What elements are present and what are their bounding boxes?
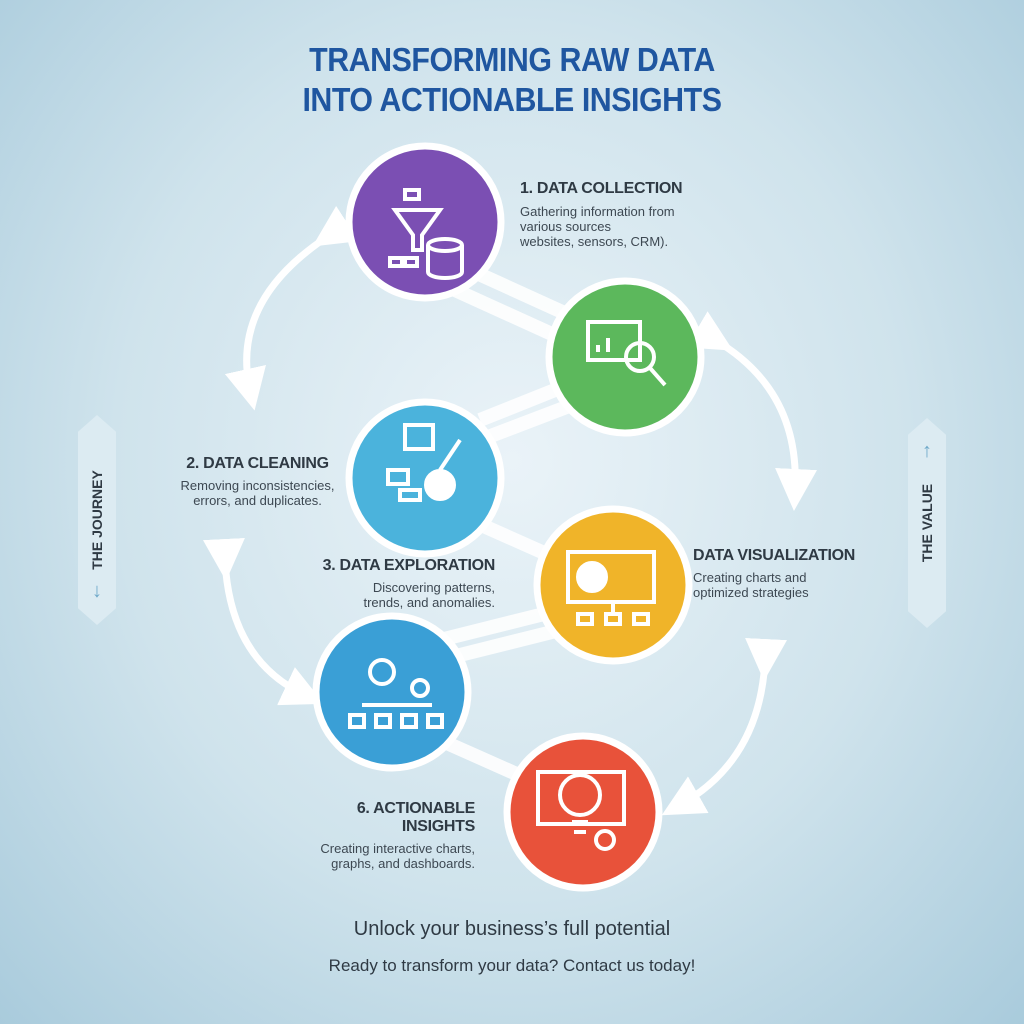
- side-label-journey: THE JOURNEY ↓: [78, 415, 116, 625]
- broom-icon: [386, 423, 462, 502]
- arrow-up-icon: ↑: [922, 440, 932, 462]
- footer-tagline: Unlock your business’s full potential: [353, 918, 671, 940]
- desc-line: Creating interactive charts,: [320, 841, 475, 856]
- step-actionable-insights: 6. ACTIONABLE INSIGHTS Creating interact…: [280, 800, 475, 871]
- step-data-exploration: 3. DATA EXPLORATION Discovering patterns…: [320, 557, 496, 610]
- title-line-1: TRANSFORMING RAW DATA: [309, 41, 715, 78]
- circle-data-visualization: [533, 505, 693, 665]
- desc-line: errors, and duplicates.: [193, 493, 322, 508]
- step-title: 6. ACTIONABLE INSIGHTS: [356, 800, 475, 835]
- pie-chart-icon: [566, 550, 656, 626]
- step-desc: Discovering patterns, trends, and anomal…: [320, 580, 495, 610]
- cycle-arrows: [202, 205, 818, 816]
- step-title: 3. DATA EXPLORATION: [322, 557, 496, 574]
- step-desc: Gathering information from various sourc…: [520, 204, 682, 249]
- arrow-left-bottom: [202, 537, 325, 706]
- circle-gears: [312, 612, 472, 772]
- value-label: THE VALUE: [919, 483, 935, 563]
- desc-line: graphs, and dashboards.: [331, 856, 475, 871]
- circle-data-cleaning: [345, 398, 505, 558]
- desc-line: optimized strategies: [693, 585, 809, 600]
- step-data-cleaning: 2. DATA CLEANING Removing inconsistencie…: [170, 455, 345, 508]
- footer-cta[interactable]: Ready to transform your data? Contact us…: [328, 956, 696, 975]
- desc-line: Removing inconsistencies,: [180, 478, 335, 493]
- gears-icon: [348, 658, 444, 729]
- desc-line: Discovering patterns,: [372, 580, 495, 595]
- desc-line: Creating charts and: [693, 570, 807, 585]
- page-title: TRANSFORMING RAW DATA INTO ACTIONABLE IN…: [41, 40, 983, 120]
- step-desc: Removing inconsistencies, errors, and du…: [170, 478, 345, 508]
- desc-line: various sources: [520, 219, 612, 234]
- step-data-visualization: DATA VISUALIZATION Creating charts and o…: [693, 547, 855, 600]
- step-title: 1. DATA COLLECTION: [520, 180, 683, 197]
- arrow-top-left: [224, 205, 360, 411]
- arrow-right-top: [686, 311, 818, 511]
- arrow-down-icon: ↓: [92, 580, 102, 602]
- arrow-right-bottom: [661, 637, 788, 816]
- step-desc: Creating charts and optimized strategies: [693, 570, 855, 600]
- journey-label: THE JOURNEY: [89, 470, 105, 570]
- side-label-value: THE VALUE ↑: [908, 418, 946, 628]
- magnifier-chart-icon: [586, 320, 667, 387]
- desc-line: websites, sensors, CRM).: [520, 234, 669, 249]
- desc-line: trends, and anomalies.: [363, 595, 495, 610]
- title-line-2: INTO ACTIONABLE INSIGHTS: [302, 81, 722, 118]
- desc-line: Gathering information from: [520, 204, 675, 219]
- funnel-database-icon: [388, 188, 464, 280]
- step-desc: Creating interactive charts, graphs, and…: [280, 841, 475, 871]
- step-data-collection: 1. DATA COLLECTION Gathering information…: [520, 180, 683, 249]
- step-title: DATA VISUALIZATION: [693, 547, 855, 564]
- lightbulb-icon: [536, 770, 626, 851]
- step-title: 2. DATA CLEANING: [186, 455, 329, 472]
- circle-data-collection: [345, 142, 505, 302]
